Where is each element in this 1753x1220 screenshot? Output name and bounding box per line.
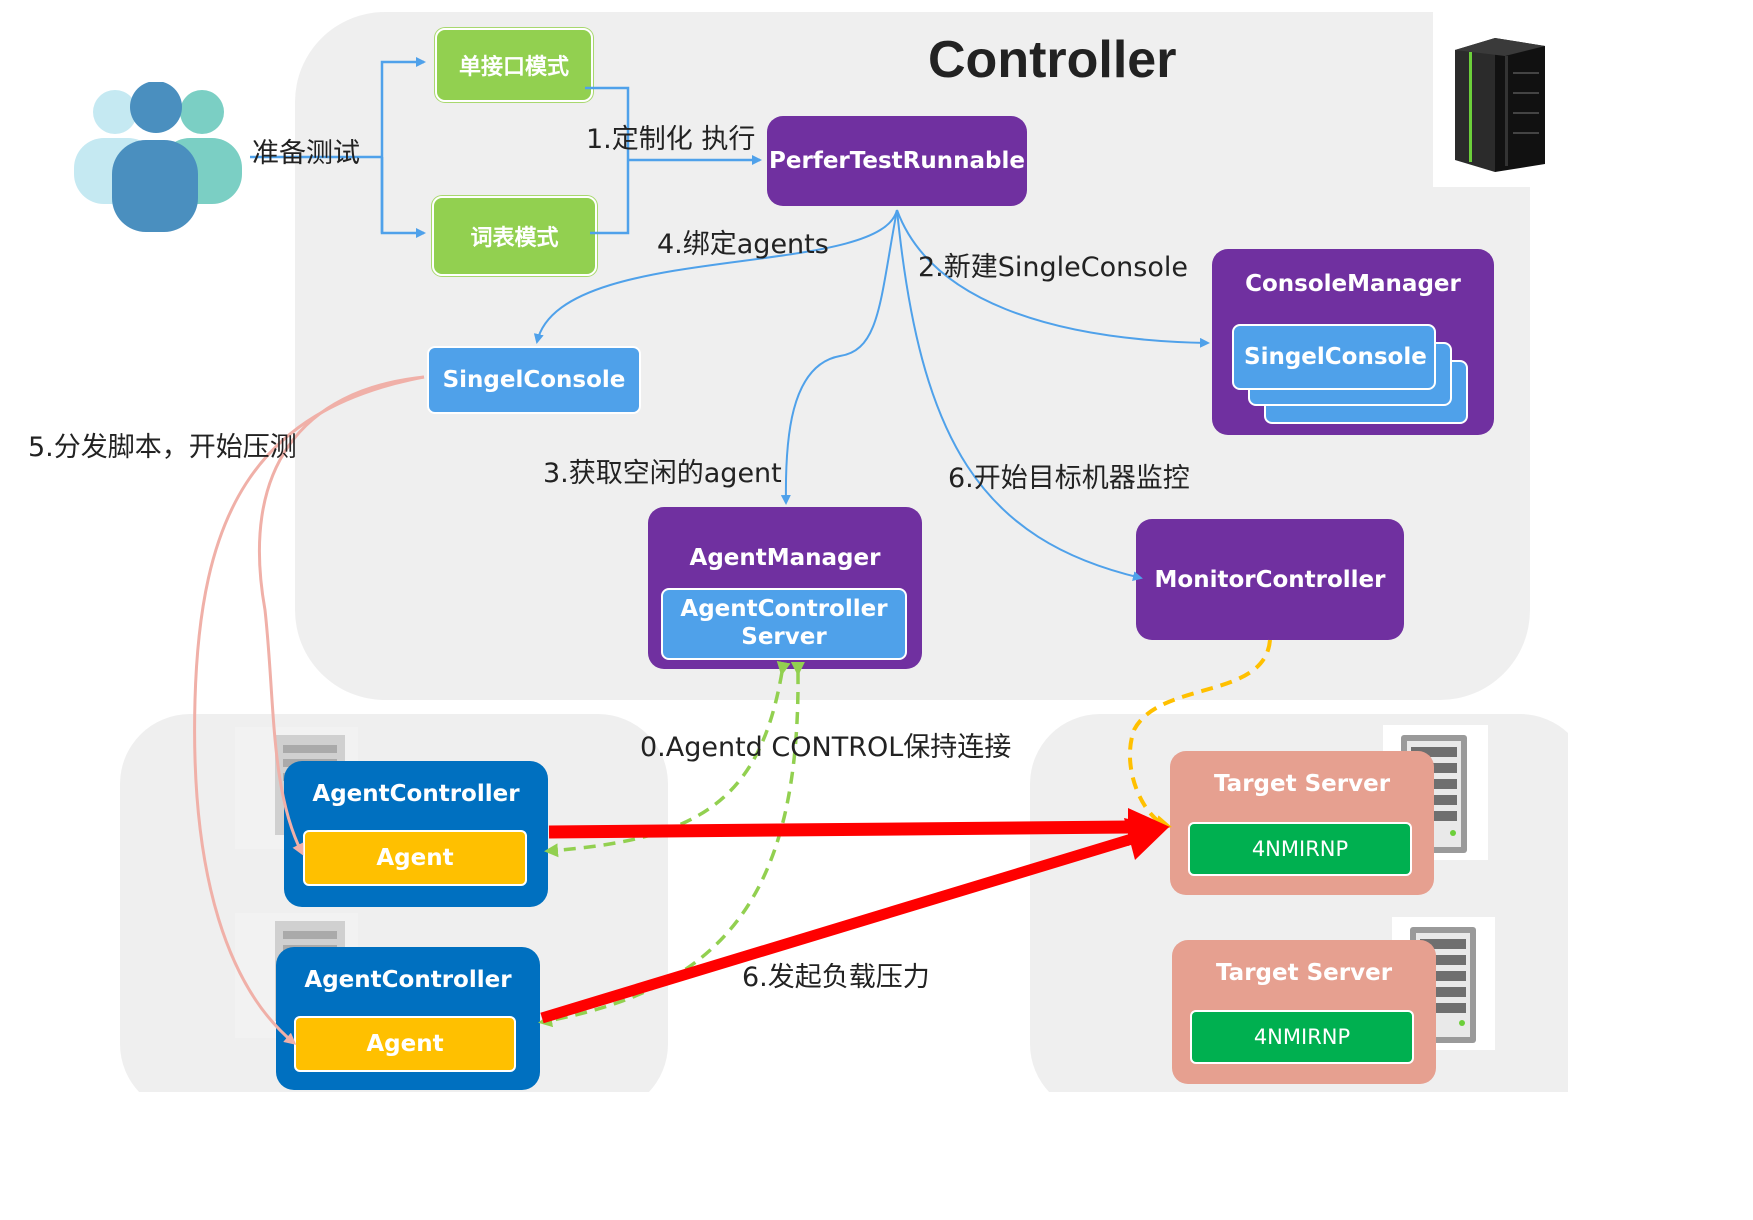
- step3-label: 3.获取空闲的agent: [543, 458, 782, 489]
- users-icon: [74, 82, 242, 232]
- arrow-single-to-runnable: [585, 86, 630, 160]
- load-arrow-2-shaft: [540, 832, 1137, 1024]
- agent-manager-title: AgentManager: [689, 545, 881, 571]
- target-server-title-2: Target Server: [1215, 960, 1393, 986]
- arrow-runnable-to-agent-manager: [780, 209, 898, 505]
- monitor-controller-box[interactable]: MonitorController: [1136, 519, 1404, 640]
- arrow-runnable-to-console-manager: [896, 209, 1210, 348]
- agent-controller-server-box[interactable]: AgentController Server: [661, 588, 907, 660]
- dashed-monitor-to-target: [1128, 639, 1272, 831]
- perfer-test-runnable-box[interactable]: PerferTestRunnable: [767, 116, 1027, 206]
- rack-server-icon: [1433, 12, 1568, 187]
- step5-label: 5.分发脚本，开始压测: [28, 432, 297, 463]
- dashed-agent-manager-to-agent-2: [538, 661, 805, 1028]
- agent-controller-title-1: AgentController: [312, 781, 520, 807]
- singel-console-box[interactable]: SingelConsole: [427, 346, 641, 414]
- arrow-to-wordlist-mode: [380, 157, 426, 238]
- arrow-runnable-to-singel-console: [533, 209, 898, 344]
- load-arrow-1-shaft: [548, 820, 1131, 839]
- user-action-label: 准备测试: [252, 138, 360, 169]
- arrow-runnable-to-monitor: [896, 209, 1143, 582]
- load-arrow-2-head: [1124, 818, 1168, 860]
- arrow-to-single-mode: [380, 57, 426, 233]
- single-interface-mode-box[interactable]: 单接口模式: [435, 28, 593, 102]
- step1-label: 1.定制化 执行: [586, 124, 756, 155]
- console-manager-singel-console[interactable]: SingelConsole: [1232, 324, 1436, 390]
- controller-title: Controller: [928, 31, 1177, 89]
- wordlist-mode-box[interactable]: 词表模式: [432, 196, 597, 276]
- connector-layer: [193, 57, 1272, 1045]
- step2-label: 2.新建SingleConsole: [918, 252, 1188, 283]
- console-manager-title: ConsoleManager: [1245, 271, 1461, 297]
- target-server-inner-1[interactable]: 4NMIRNP: [1188, 822, 1412, 876]
- arrow-console-to-agent-2: [193, 375, 425, 1045]
- step4-label: 4.绑定agents: [657, 229, 829, 260]
- step6-load-label: 6.发起负载压力: [742, 962, 930, 993]
- step6-monitor-label: 6.开始目标机器监控: [948, 463, 1190, 494]
- step0-label: 0.Agentd CONTROL保持连接: [640, 732, 1012, 763]
- target-server-inner-2[interactable]: 4NMIRNP: [1190, 1010, 1414, 1064]
- architecture-diagram: Controller: [28, 12, 1568, 1092]
- agent-box-1[interactable]: Agent: [303, 830, 527, 886]
- target-server-title-1: Target Server: [1213, 771, 1391, 797]
- agent-box-2[interactable]: Agent: [294, 1016, 516, 1072]
- arrow-wordlist-to-runnable: [590, 160, 630, 235]
- agent-controller-title-2: AgentController: [304, 967, 512, 993]
